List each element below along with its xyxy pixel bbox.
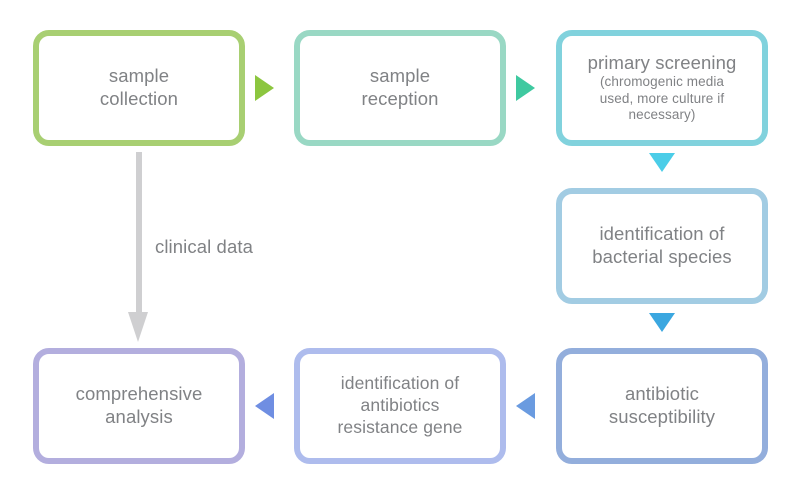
node-label: primary screening (chromogenic media use… (562, 52, 762, 124)
node-comprehensive-analysis[interactable]: comprehensive analysis (33, 348, 245, 464)
node-label-line: sample (369, 65, 431, 87)
node-label-line: necessary) (628, 107, 696, 123)
node-identification-of-antibiotics-resistance-gene[interactable]: identification of antibiotics resistance… (294, 348, 506, 464)
node-label-line: antibiotics (360, 395, 440, 416)
node-label: comprehensive analysis (39, 383, 239, 429)
node-label-line: identification of (599, 223, 725, 245)
arrow-primary-screening-to-identification-species-icon (649, 153, 675, 172)
node-label-line: used, more culture if (599, 90, 725, 106)
node-antibiotic-susceptibility[interactable]: antibiotic susceptibility (556, 348, 768, 464)
node-label-line: sample (108, 65, 170, 87)
node-label-line: (chromogenic media (599, 74, 725, 90)
arrow-resistance-gene-to-comprehensive-analysis-icon (255, 393, 274, 419)
node-label-line: susceptibility (608, 406, 716, 427)
node-label: sample reception (300, 65, 500, 111)
arrow-antibiotic-susceptibility-to-resistance-gene-icon (516, 393, 535, 419)
node-label-line: reception (361, 88, 439, 109)
arrow-sample-collection-to-sample-reception-icon (255, 75, 274, 101)
node-label-line: bacterial species (592, 246, 732, 267)
node-primary-screening[interactable]: primary screening (chromogenic media use… (556, 30, 768, 146)
node-label: identification of antibiotics resistance… (300, 373, 500, 438)
node-label: sample collection (39, 65, 239, 111)
node-sample-collection[interactable]: sample collection (33, 30, 245, 146)
node-label-line: resistance gene (337, 416, 463, 437)
arrow-clinical-data-icon (128, 152, 148, 342)
node-label-line: comprehensive (75, 383, 203, 405)
node-label-line: collection (99, 88, 179, 109)
node-identification-of-bacterial-species[interactable]: identification of bacterial species (556, 188, 768, 304)
node-label-line: analysis (105, 406, 173, 427)
node-label-title: primary screening (587, 52, 737, 74)
node-sample-reception[interactable]: sample reception (294, 30, 506, 146)
arrow-head (128, 312, 148, 342)
node-label: antibiotic susceptibility (562, 383, 762, 429)
clinical-data-label: clinical data (155, 236, 253, 257)
node-label-line: identification of (340, 373, 460, 394)
arrow-sample-reception-to-primary-screening-icon (516, 75, 535, 101)
arrow-identification-species-to-antibiotic-susceptibility-icon (649, 313, 675, 332)
node-label-subtext: (chromogenic media used, more culture if… (570, 74, 754, 123)
arrow-shaft (136, 152, 142, 315)
node-label-line: antibiotic (624, 383, 699, 405)
node-label: identification of bacterial species (562, 223, 762, 269)
